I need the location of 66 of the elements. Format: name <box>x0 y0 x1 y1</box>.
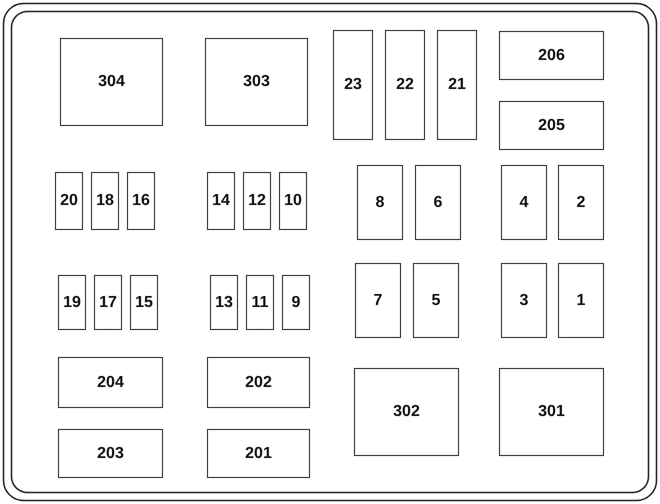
fuse-slot <box>210 275 238 330</box>
fuse-slot <box>205 38 308 126</box>
fuse-number: 204 <box>97 374 124 392</box>
fuse-number: 18 <box>96 192 114 210</box>
fuse-slot <box>354 368 459 456</box>
fuse-number: 4 <box>520 194 528 212</box>
fuse-slot <box>501 165 547 240</box>
fuse-slot <box>501 263 547 338</box>
fuse-number: 7 <box>374 292 382 310</box>
fuse-number: 6 <box>434 194 442 212</box>
fuse-slot <box>60 38 163 126</box>
fuse-slot <box>499 101 604 150</box>
fuse-slot <box>91 172 119 230</box>
fuse-number: 22 <box>396 76 414 94</box>
fuse-slot <box>499 368 604 456</box>
fuse-number: 5 <box>432 292 440 310</box>
fuse-number: 16 <box>132 192 150 210</box>
fuse-number: 304 <box>98 73 125 91</box>
fuse-number: 19 <box>63 294 81 312</box>
fuse-number: 3 <box>520 292 528 310</box>
fuse-slot <box>127 172 155 230</box>
fuse-slot <box>558 165 604 240</box>
fuse-slot <box>207 357 310 408</box>
fuse-slot <box>355 263 401 338</box>
fuse-number: 303 <box>243 73 270 91</box>
fuse-slot <box>282 275 310 330</box>
fuse-slot <box>357 165 403 240</box>
fuse-number: 203 <box>97 444 124 462</box>
fuse-number: 20 <box>60 192 78 210</box>
fuse-number: 15 <box>135 294 153 312</box>
fuse-slot <box>558 263 604 338</box>
fuse-slot <box>58 357 163 408</box>
fuse-number: 301 <box>538 403 565 421</box>
fuse-slot <box>413 263 459 338</box>
fuse-number: 13 <box>215 294 233 312</box>
fuse-slot <box>499 31 604 80</box>
fuse-number: 9 <box>292 294 300 312</box>
fuse-slot <box>207 172 235 230</box>
fuse-number: 14 <box>212 192 230 210</box>
fuse-slot <box>246 275 274 330</box>
fuse-number: 1 <box>576 292 586 310</box>
fuse-slot <box>333 30 373 140</box>
fuse-slot <box>55 172 83 230</box>
fuse-number: 8 <box>376 194 384 212</box>
fuse-slot <box>58 275 86 330</box>
fuse-number: 205 <box>538 116 565 134</box>
fuse-slot <box>130 275 158 330</box>
fuse-slot <box>415 165 461 240</box>
fuse-number: 10 <box>284 192 302 210</box>
fuse-slot <box>437 30 477 140</box>
fuse-number: 201 <box>245 444 272 462</box>
fuse-slot <box>279 172 307 230</box>
fuse-number: 12 <box>248 192 266 210</box>
fuse-slot <box>243 172 271 230</box>
fuse-number: 206 <box>538 46 565 64</box>
fuse-number: 202 <box>245 374 272 392</box>
fuse-slot <box>94 275 122 330</box>
fuse-number: 302 <box>393 403 420 421</box>
fuse-slot <box>58 429 163 478</box>
fuse-number: 2 <box>576 194 586 212</box>
fuse-slot <box>207 429 310 478</box>
fuse-slot <box>385 30 425 140</box>
fuse-number: 23 <box>344 76 362 94</box>
fuse-number: 11 <box>252 294 268 312</box>
fuse-number: 21 <box>448 76 466 94</box>
fuse-number: 17 <box>99 294 117 312</box>
